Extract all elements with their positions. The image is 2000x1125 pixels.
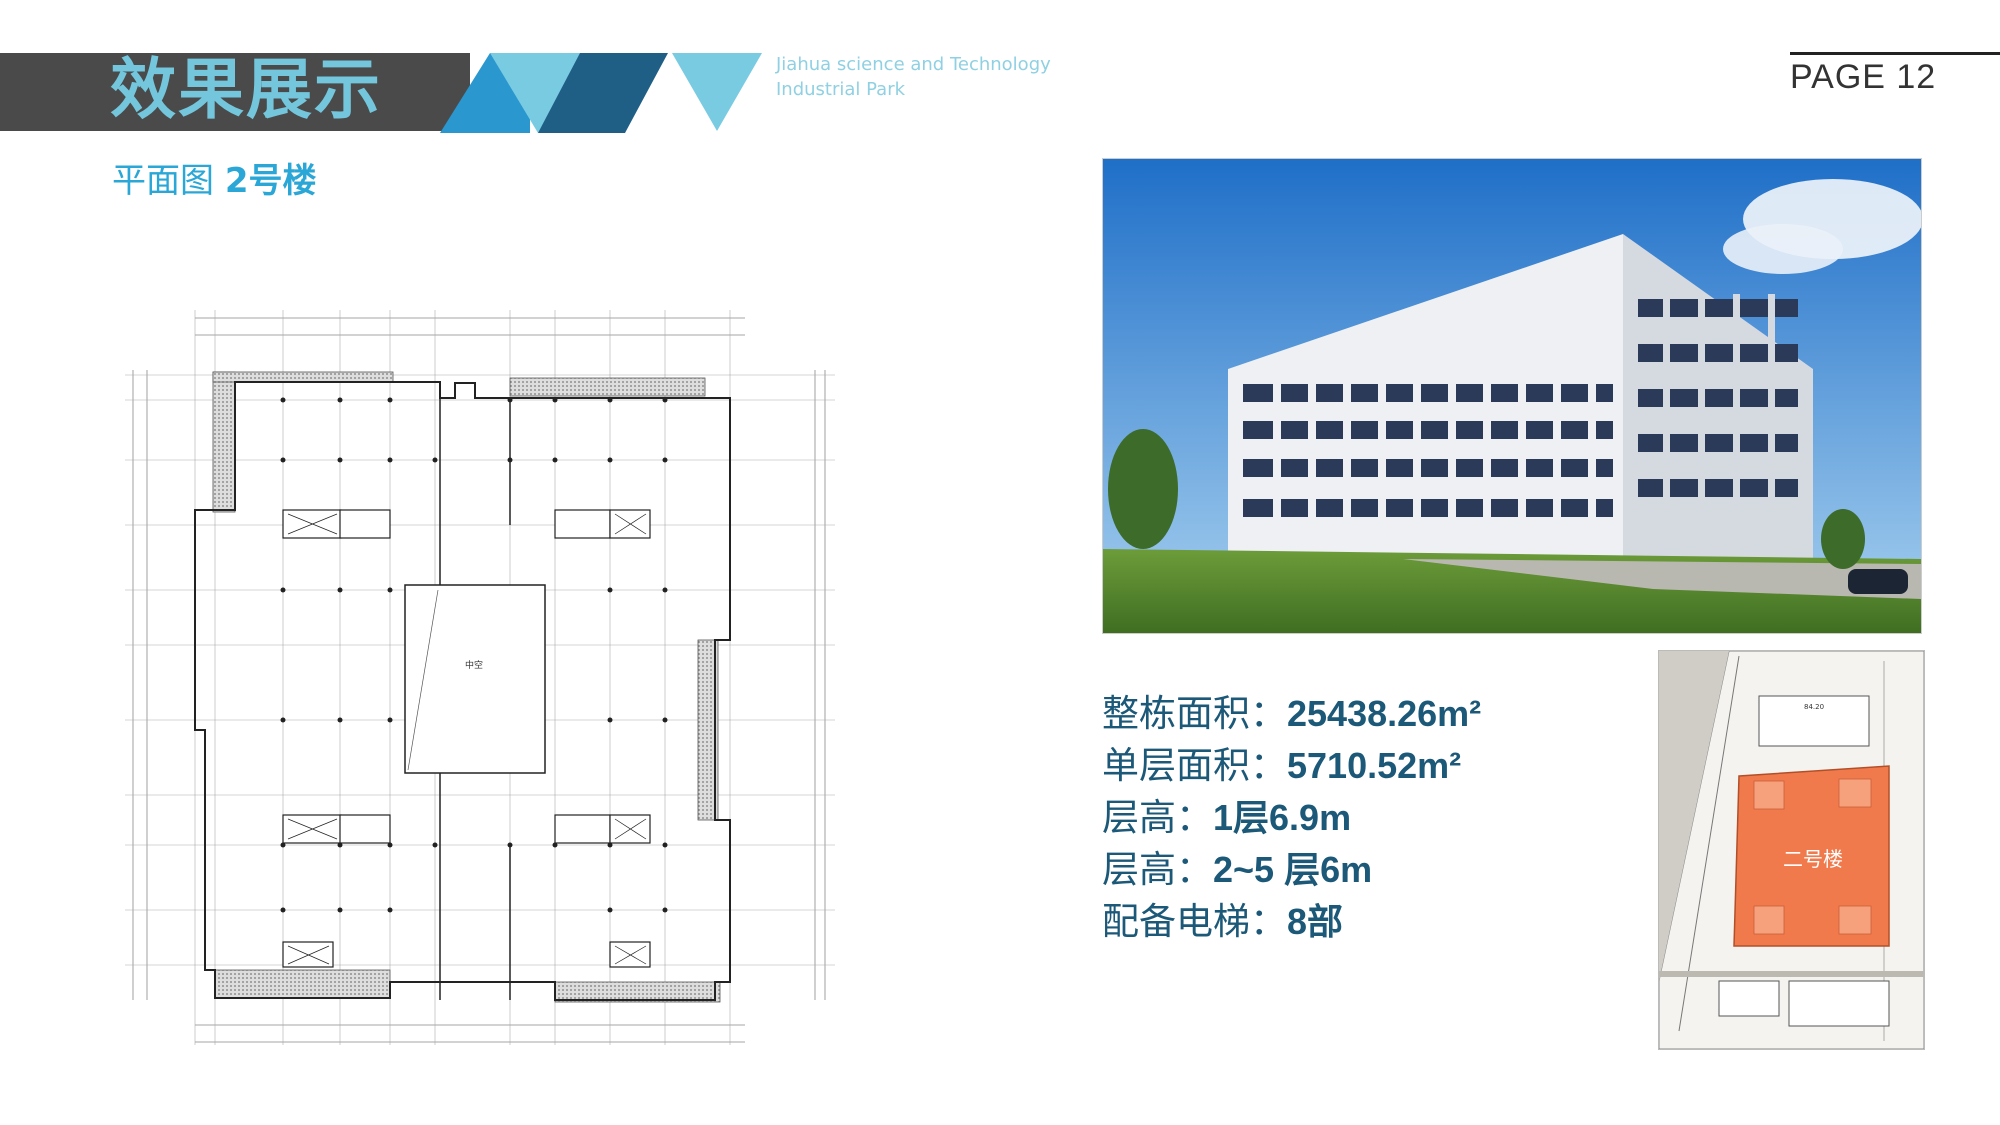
site-plan-image: 84.20 二号楼 (1658, 650, 1925, 1050)
spec-label: 整栋面积： (1102, 692, 1287, 735)
spec-value: 2~5 层6m (1213, 849, 1373, 890)
section-title: 平面图 2号楼 (112, 158, 316, 204)
header-bar (0, 53, 470, 131)
section-title-building: 2号楼 (224, 161, 317, 201)
page-number: PAGE 12 (1790, 58, 1937, 96)
spec-label: 层高： (1102, 796, 1213, 839)
header-triangles-decoration (440, 53, 762, 133)
building-specs: 整栋面积：25438.26m² 单层面积：5710.52m² 层高：1层6.9m… (1102, 688, 1481, 948)
page-number-rule (1790, 52, 2000, 55)
spec-label: 层高： (1102, 848, 1213, 891)
spec-height-first: 层高：1层6.9m (1102, 792, 1481, 844)
site-top-block-label: 84.20 (1804, 703, 1824, 711)
floor-plan-drawing: 中空 (125, 310, 835, 1045)
spec-total-area: 整栋面积：25438.26m² (1102, 688, 1481, 740)
spec-value: 1层6.9m (1213, 797, 1352, 838)
spec-label: 单层面积： (1102, 744, 1287, 787)
section-title-prefix: 平面图 (112, 161, 214, 201)
atrium-label: 中空 (465, 659, 483, 671)
spec-value: 5710.52m² (1287, 745, 1462, 786)
spec-elevators: 配备电梯：8部 (1102, 896, 1481, 948)
park-name-line1: Jiahua science and Technology (776, 54, 1051, 75)
spec-value: 25438.26m² (1287, 693, 1482, 734)
spec-height-upper: 层高：2~5 层6m (1102, 844, 1481, 896)
site-building-label: 二号楼 (1783, 847, 1843, 871)
page-title: 效果展示 (110, 51, 382, 128)
park-name-line2: Industrial Park (776, 79, 906, 100)
park-name: Jiahua science and Technology Industrial… (776, 52, 1051, 102)
building-rendering-image (1102, 158, 1922, 634)
spec-floor-area: 单层面积：5710.52m² (1102, 740, 1481, 792)
spec-value: 8部 (1287, 901, 1344, 942)
spec-label: 配备电梯： (1102, 900, 1287, 943)
